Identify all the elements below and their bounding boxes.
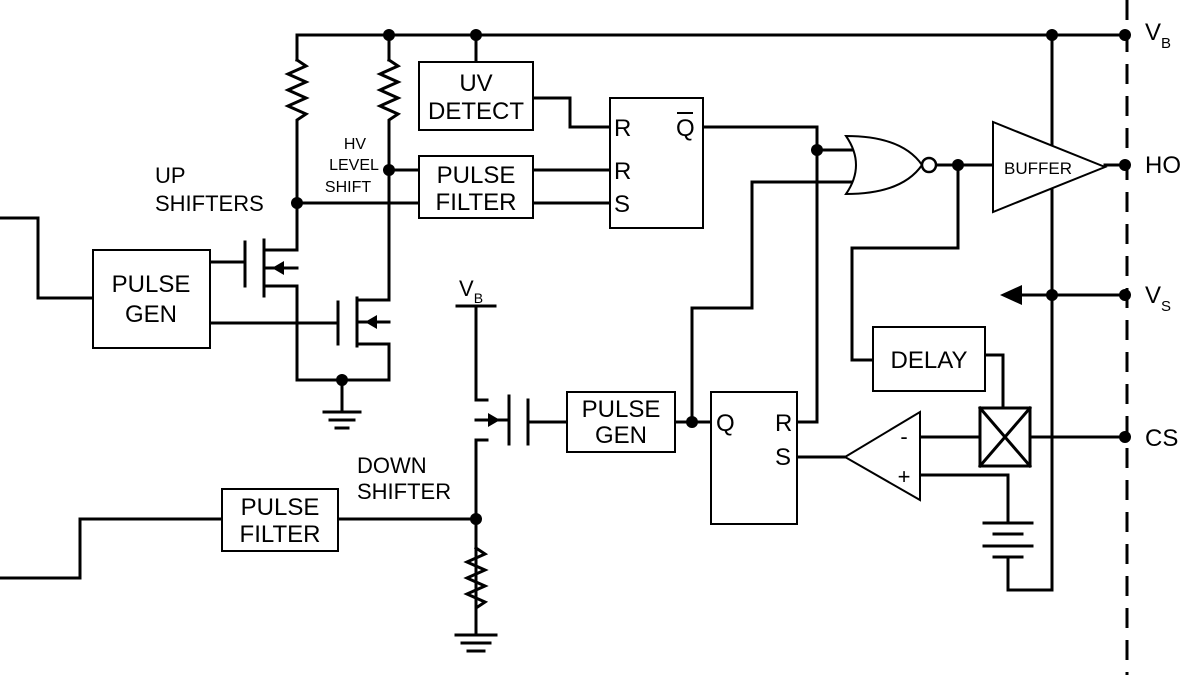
pin-cs-label: CS bbox=[1145, 425, 1178, 452]
pulse-gen-left-line1: PULSE bbox=[112, 271, 191, 298]
uv-detect-line1: UV bbox=[459, 70, 492, 97]
latch-bottom-q: Q bbox=[716, 410, 735, 437]
latch-top-qbar: Q bbox=[676, 115, 695, 142]
latch-bottom: Q R S bbox=[710, 391, 798, 525]
ground-symbol-top bbox=[322, 410, 362, 430]
nor-gate bbox=[844, 134, 938, 196]
battery-symbol bbox=[982, 521, 1034, 572]
pulse-gen-mid-block: PULSE GEN bbox=[566, 391, 676, 453]
pulse-gen-left-block: PULSE GEN bbox=[92, 249, 211, 349]
up-shifters-label-line2: SHIFTERS bbox=[155, 191, 264, 216]
uv-detect-line2: DETECT bbox=[428, 98, 524, 125]
pulse-gen-mid-line1: PULSE bbox=[582, 396, 661, 423]
mosfet-down bbox=[474, 394, 530, 446]
resistor-down bbox=[463, 545, 489, 614]
pin-vb-label: VB bbox=[1145, 19, 1171, 52]
pulse-filter-top-line2: FILTER bbox=[436, 189, 517, 216]
latch-bottom-s: S bbox=[775, 444, 791, 471]
vs-arrow-icon bbox=[1000, 285, 1022, 305]
down-shifter-label-line2: SHIFTER bbox=[357, 479, 451, 504]
mosfet-up-left bbox=[243, 238, 299, 298]
ground-symbol-bottom bbox=[454, 633, 498, 653]
comparator-plus: + bbox=[898, 464, 911, 489]
latch-top-s: S bbox=[614, 191, 630, 218]
delay-block: DELAY bbox=[872, 326, 986, 392]
hv-level-shift-line1: HV bbox=[344, 136, 367, 153]
latch-top-r2: R bbox=[614, 158, 631, 185]
pulse-filter-bottom-line2: FILTER bbox=[240, 521, 321, 548]
pulse-gen-left-line2: GEN bbox=[125, 301, 177, 328]
pulse-filter-top-block: PULSE FILTER bbox=[418, 155, 534, 219]
delay-label: DELAY bbox=[891, 347, 968, 374]
pulse-filter-bottom-block: PULSE FILTER bbox=[221, 488, 339, 552]
wires bbox=[0, 33, 1127, 637]
pulse-filter-bottom-line1: PULSE bbox=[241, 494, 320, 521]
hv-level-shift-line2: LEVEL bbox=[329, 157, 379, 174]
pulse-filter-top-line1: PULSE bbox=[437, 162, 516, 189]
latch-top-r1: R bbox=[614, 115, 631, 142]
resistor-up-left bbox=[284, 57, 310, 126]
pin-vs-label: VS bbox=[1145, 282, 1171, 315]
hv-level-shift-line3: SHIFT bbox=[325, 179, 371, 196]
pin-ho-label: HO bbox=[1145, 152, 1181, 179]
uv-detect-block: UV DETECT bbox=[418, 61, 534, 131]
junction-dots bbox=[291, 29, 1131, 525]
transmission-gate bbox=[977, 405, 1033, 469]
comparator: - + bbox=[843, 410, 921, 502]
resistor-up-right bbox=[376, 57, 402, 126]
mosfet-up-right bbox=[336, 296, 391, 348]
latch-bottom-r: R bbox=[775, 410, 792, 437]
latch-top: R Q R S bbox=[609, 97, 704, 229]
buffer-label: BUFFER bbox=[1004, 159, 1072, 178]
up-shifters-label-line1: UP bbox=[155, 163, 186, 188]
pulse-gen-mid-line2: GEN bbox=[595, 422, 647, 449]
local-vb-label: VB bbox=[459, 276, 483, 306]
buffer-amplifier: BUFFER bbox=[992, 120, 1108, 214]
comparator-minus: - bbox=[900, 424, 907, 449]
down-shifter-label-line1: DOWN bbox=[357, 453, 427, 478]
